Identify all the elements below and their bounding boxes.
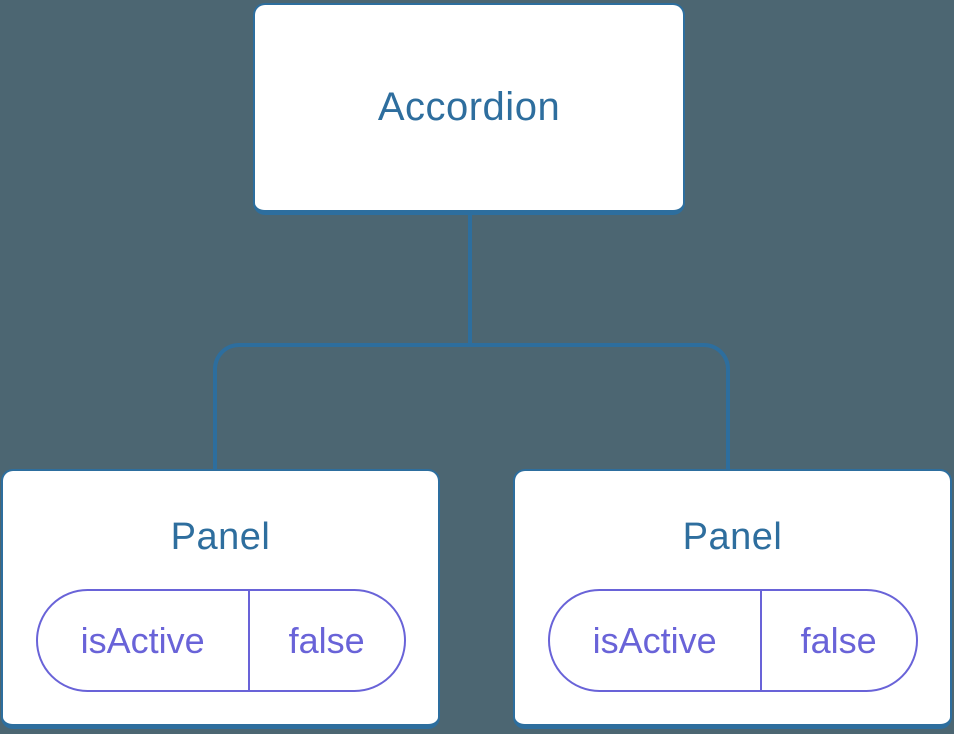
panel-left-state-pill: isActive false bbox=[35, 589, 406, 692]
tree-node-accordion: Accordion bbox=[253, 3, 685, 215]
accordion-node-label: Accordion bbox=[377, 85, 561, 129]
connector-fork-lines bbox=[213, 343, 730, 469]
tree-node-panel-left: Panel isActive false bbox=[1, 469, 440, 729]
panel-left-label: Panel bbox=[170, 516, 271, 558]
panel-right-state-value: false bbox=[800, 619, 877, 661]
panel-right-label: Panel bbox=[682, 516, 783, 558]
panel-left-state-value: false bbox=[288, 619, 365, 661]
tree-node-panel-right: Panel isActive false bbox=[513, 469, 952, 729]
panel-left-state-key: isActive bbox=[38, 591, 250, 690]
panel-right-state-pill: isActive false bbox=[547, 589, 918, 692]
panel-right-state-key: isActive bbox=[550, 591, 762, 690]
connector-stem-line bbox=[468, 215, 472, 345]
